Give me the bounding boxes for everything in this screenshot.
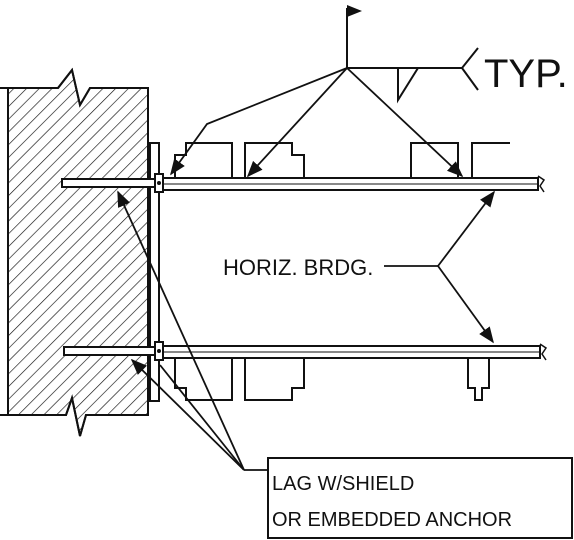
anchor-callout-line2: OR EMBEDDED ANCHOR [272, 509, 512, 531]
typ-label: TYP. [484, 52, 568, 96]
concrete-wall [0, 67, 149, 437]
bottom-bridging-channel [159, 343, 548, 361]
field-weld-flag-icon [347, 5, 362, 17]
top-bridging-channel [159, 175, 546, 193]
bottom-stud-outlines [174, 358, 490, 401]
bridging-leaders [384, 190, 495, 344]
horiz-brdg-label: HORIZ. BRDG. [223, 255, 373, 280]
anchor-callout [267, 457, 573, 539]
fillet-weld-icon [397, 67, 419, 104]
tail-icon [460, 47, 479, 91]
bottom-anchor [63, 341, 164, 361]
weld-symbol [346, 5, 479, 104]
top-anchor [61, 173, 164, 193]
weld-leaders [170, 67, 464, 178]
top-break-line [0, 67, 148, 108]
bottom-break-line [0, 394, 148, 437]
anchor-leaders [117, 190, 268, 471]
anchor-callout-line1: LAG W/SHIELD [272, 473, 414, 495]
